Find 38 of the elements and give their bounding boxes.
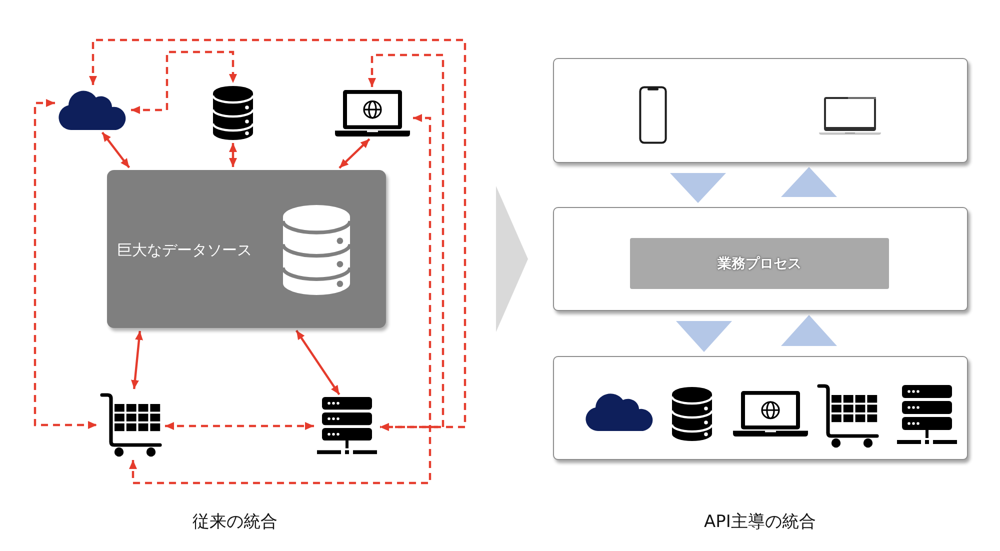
layer-panel	[553, 207, 968, 311]
layer-panel	[553, 356, 968, 460]
smartphone-icon	[639, 86, 667, 144]
data-source-panel	[107, 170, 386, 328]
database-icon	[672, 387, 712, 441]
direction-chevron	[496, 186, 528, 332]
database-icon	[283, 205, 350, 295]
panel-title: 巨大なデータソース	[117, 240, 252, 261]
caption-text: API主導の統合	[704, 511, 816, 533]
dashed-connector	[34, 99, 97, 429]
connector-arrow	[130, 330, 144, 390]
server-icon	[317, 397, 377, 457]
triangle-arrow	[670, 173, 726, 203]
connector-arrow	[101, 132, 130, 168]
cloud-icon	[58, 88, 128, 130]
database-icon	[213, 86, 253, 140]
layer-panel	[553, 58, 968, 163]
connector-arrow	[229, 143, 237, 167]
triangle-arrow	[676, 321, 732, 352]
shopping-cart-icon	[817, 383, 879, 448]
dashed-connector	[368, 54, 444, 431]
laptop-icon	[733, 391, 808, 437]
caption-text: 従来の統合	[192, 511, 278, 533]
cloud-icon	[585, 391, 655, 431]
dashed-connector	[89, 38, 466, 431]
dashed-connector	[131, 50, 237, 114]
dashed-connector	[129, 114, 432, 484]
laptop-icon	[335, 90, 410, 137]
connector-arrow	[338, 138, 370, 169]
laptop-icon	[818, 96, 882, 136]
process-label: 業務プロセス	[718, 254, 802, 274]
dashed-connector	[165, 422, 314, 430]
server-icon	[897, 385, 957, 447]
connector-arrow	[295, 330, 340, 396]
process-block	[630, 238, 889, 289]
triangle-arrow	[781, 167, 837, 197]
triangle-arrow	[781, 315, 837, 346]
shopping-cart-icon	[100, 392, 162, 457]
